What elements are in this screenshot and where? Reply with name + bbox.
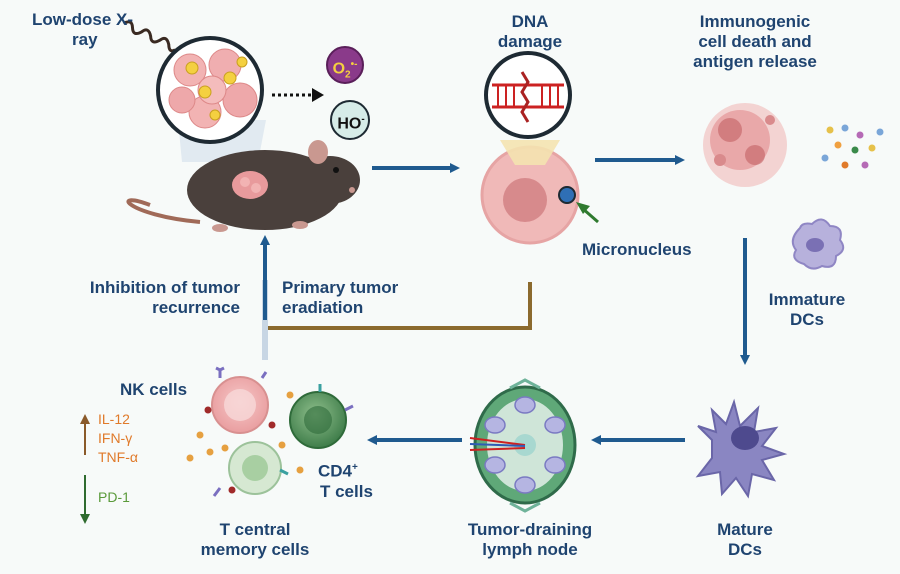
superoxide-bubble bbox=[326, 46, 364, 84]
dna-damage-cell-icon bbox=[480, 51, 580, 245]
mature-dc-icon bbox=[695, 398, 788, 499]
cytokine-tnfa: TNF-α bbox=[98, 449, 138, 465]
lymph-node-icon bbox=[469, 378, 577, 513]
memory-tcells-icon bbox=[186, 366, 354, 497]
tcm-label: T central memory cells bbox=[200, 520, 310, 559]
dna-damage-label: DNA damage bbox=[497, 12, 563, 51]
down-arrow-head bbox=[80, 514, 90, 524]
immature-dc-label: Immature DCs bbox=[768, 290, 846, 329]
xray-wave bbox=[122, 20, 176, 53]
hydroxyl-bubble bbox=[330, 100, 370, 140]
tumor-magnified-icon bbox=[156, 36, 266, 162]
mouse-icon bbox=[126, 140, 360, 232]
primary-eradiation-label: Primary tumor eradiation bbox=[282, 278, 399, 317]
hydroxyl-text: HO- bbox=[337, 114, 365, 133]
immature-dc-icon bbox=[791, 218, 845, 270]
icd-label: Immunogenic cell death and antigen relea… bbox=[693, 12, 817, 71]
antigen-dots-icon bbox=[821, 124, 884, 169]
xray-label-line1: Low-dose X- bbox=[32, 10, 134, 29]
mature-dc-label: Mature DCs bbox=[717, 520, 773, 559]
micronucleus-label: Micronucleus bbox=[582, 240, 692, 259]
cd4-tcells-label: CD4+ T cells bbox=[318, 461, 373, 501]
primary-eradiation-path bbox=[268, 282, 532, 330]
dying-cell-icon bbox=[703, 103, 787, 187]
xray-label-line2: ray bbox=[72, 30, 98, 49]
lymph-node-label: Tumor-draining lymph node bbox=[467, 520, 593, 559]
xray-label: Low-dose X- ray bbox=[32, 10, 133, 50]
inhibition-label: Inhibition of tumor recurrence bbox=[89, 278, 240, 317]
cytokine-ifng: IFN-γ bbox=[98, 430, 133, 446]
up-arrow-head bbox=[80, 414, 90, 424]
superoxide-text: O2•- bbox=[332, 59, 358, 81]
cytokine-up-list: IL-12 IFN-γ TNF-α bbox=[98, 410, 138, 467]
nk-cells-label: NK cells bbox=[120, 380, 188, 399]
cytokine-pd1: PD-1 bbox=[98, 489, 130, 505]
cytokine-il12: IL-12 bbox=[98, 411, 130, 427]
